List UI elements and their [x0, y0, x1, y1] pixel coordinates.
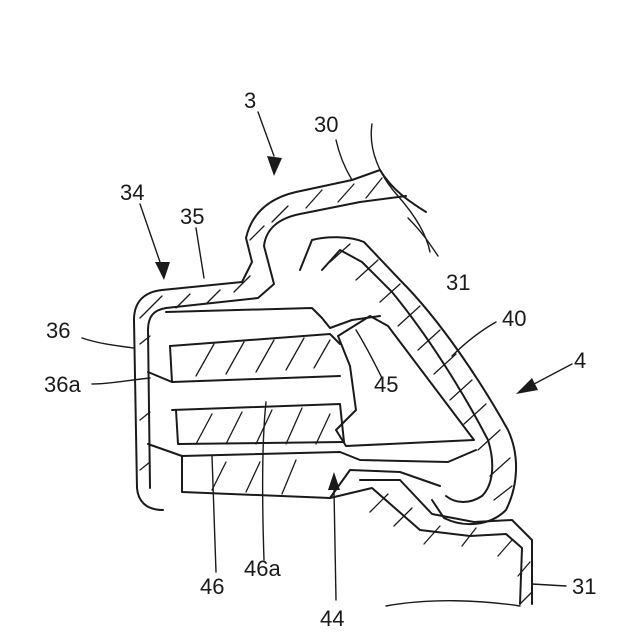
label-30: 30 [314, 112, 338, 137]
label-46: 46 [200, 574, 224, 599]
label-36: 36 [46, 318, 70, 343]
label-3: 3 [244, 88, 256, 113]
panel-31-lower [330, 480, 566, 606]
label-45: 45 [374, 372, 398, 397]
label-4: 4 [574, 348, 586, 373]
label-34: 34 [120, 180, 144, 205]
label-46a: 46a [244, 556, 281, 581]
label-31-top: 31 [446, 270, 470, 295]
arrow-44 [328, 472, 340, 490]
label-36a: 36a [44, 372, 81, 397]
label-40: 40 [502, 306, 526, 331]
cover-member-outline [134, 170, 426, 510]
label-44: 44 [320, 606, 344, 631]
label-31-bottom: 31 [572, 574, 596, 599]
arrow-3 [267, 156, 282, 176]
arrow-34 [155, 262, 170, 280]
label-35: 35 [180, 204, 204, 229]
arrow-4 [516, 378, 538, 394]
